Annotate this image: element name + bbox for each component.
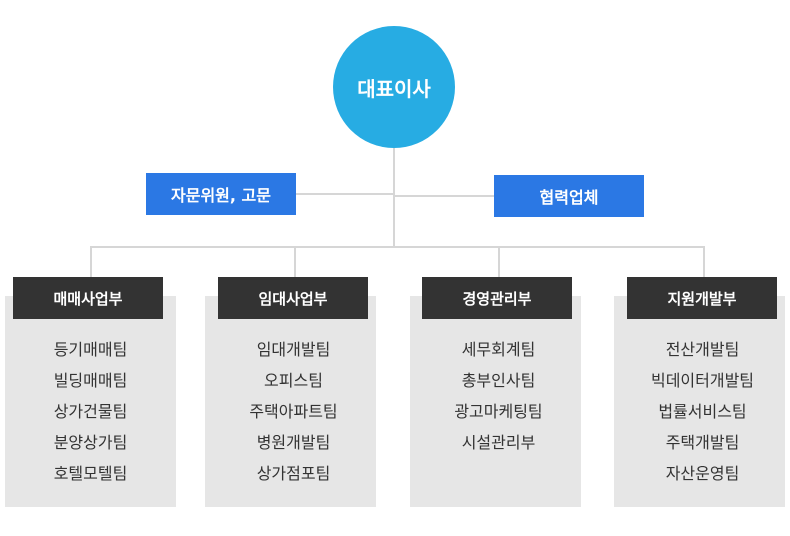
connector-advisors [296,193,394,195]
team-item: 자산운영팀 [665,464,740,483]
team-item: 전산개발팀 [665,340,740,359]
dept-name: 경영관리부 [462,289,532,308]
team-item: 병원개발팀 [256,433,331,452]
team-item: 빌딩매매팀 [53,371,128,390]
dept-head-support: 지원개발부 [627,277,777,319]
team-list-leasing: 임대개발팀 오피스팀 주택아파트팀 병원개발팀 상가점포팀 [208,334,379,489]
advisors-label: 자문위원, 고문 [171,186,271,205]
team-item: 오피스팀 [264,371,323,390]
partners-node: 협력업체 [494,175,644,217]
team-item: 총부인사팀 [461,371,536,390]
team-item: 상가점포팀 [256,464,331,483]
dept-name: 지원개발부 [667,289,737,308]
team-list-support: 전산개발팀 빅데이터개발팀 법률서비스팀 주택개발팀 자산운영팀 [617,334,788,489]
team-item: 상가건물팀 [53,402,128,421]
partners-label: 협력업체 [539,188,599,207]
connector-horizontal-depts [90,246,705,248]
dept-panel-management [410,296,581,507]
dept-panel-sales [5,296,176,507]
team-item: 법률서비스팀 [658,402,747,421]
team-item: 등기매매팀 [53,340,128,359]
connector-dept-1 [90,246,92,277]
team-list-management: 세무회계팀 총부인사팀 광고마케팅팀 시설관리부 [413,334,584,458]
team-item: 시설관리부 [461,433,536,452]
connector-dept-4 [703,246,705,277]
connector-partners [394,195,494,197]
dept-head-sales: 매매사업부 [13,277,163,319]
ceo-node: 대표이사 [333,26,455,148]
advisors-node: 자문위원, 고문 [146,173,296,215]
connector-dept-2 [294,246,296,277]
dept-head-leasing: 임대사업부 [218,277,368,319]
dept-panel-support [614,296,785,507]
connector-dept-3 [498,246,500,277]
team-item: 임대개발팀 [256,340,331,359]
ceo-label: 대표이사 [357,76,431,101]
team-item: 주택개발팀 [665,433,740,452]
team-item: 호텔모텔팀 [53,464,128,483]
team-item: 세무회계팀 [461,340,536,359]
team-item: 빅데이터개발팀 [650,371,755,390]
team-list-sales: 등기매매팀 빌딩매매팀 상가건물팀 분양상가팀 호텔모텔팀 [5,334,176,489]
team-item: 주택아파트팀 [249,402,338,421]
team-item: 광고마케팅팀 [454,402,543,421]
dept-head-management: 경영관리부 [422,277,572,319]
connector-vertical-main [393,148,395,247]
dept-name: 임대사업부 [258,289,328,308]
dept-name: 매매사업부 [53,289,123,308]
dept-panel-leasing [205,296,376,507]
team-item: 분양상가팀 [53,433,128,452]
